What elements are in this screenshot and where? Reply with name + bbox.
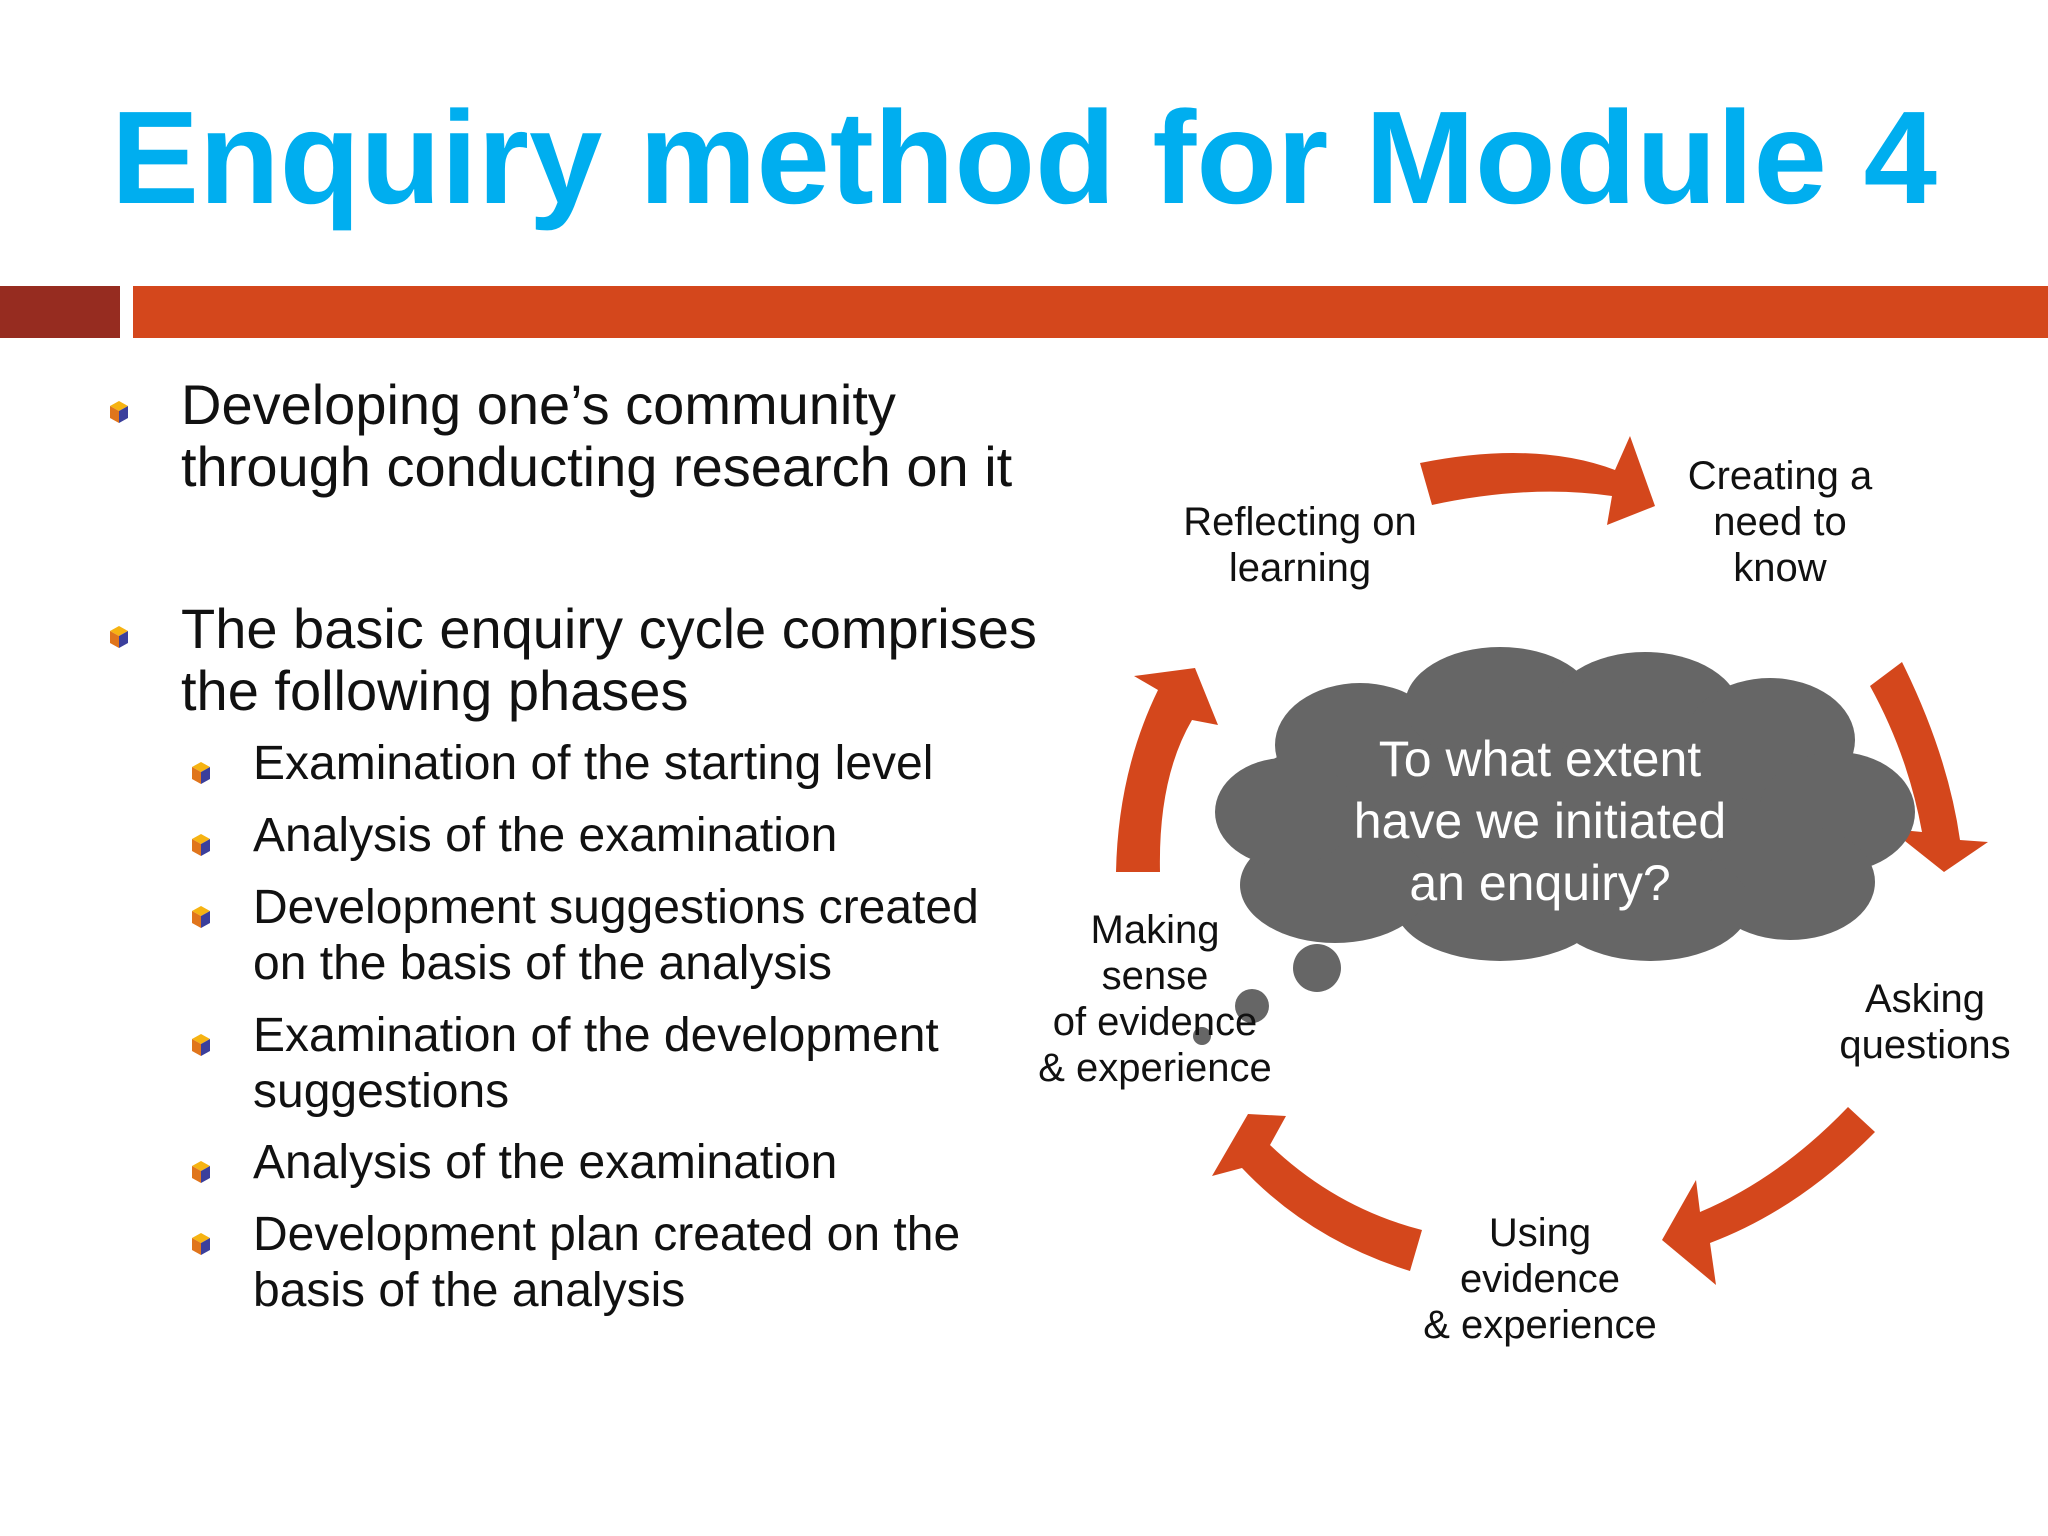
bullet-enquiry-cycle-line1: The basic enquiry cycle comprises	[181, 597, 1037, 660]
phase-label-line: learning	[1228, 546, 1372, 590]
phase-label-line: Creating a	[1687, 454, 1873, 498]
phase-reflecting: Reflecting on learning	[1160, 499, 1440, 591]
cloud-question: To what extent have we initiated an enqu…	[1290, 728, 1790, 914]
phase-using-evidence: Using evidence & experience	[1400, 1210, 1680, 1348]
title-bar	[133, 286, 2048, 338]
phase-label-line: Using	[1488, 1211, 1592, 1255]
curved-arrow-icon	[1870, 662, 1988, 872]
phase-label-line: & experience	[1423, 1303, 1657, 1347]
bullet-community: Developing one’s community through condu…	[181, 374, 1081, 498]
curved-arrow-icon	[1420, 436, 1655, 525]
sub-bullet-line: Development suggestions created	[253, 881, 979, 934]
bullet-community-line2: through conducting research on it	[181, 435, 1013, 498]
sub-bullet-analysis-2: Analysis of the examination	[253, 1135, 1073, 1191]
phase-asking-questions: Asking questions	[1805, 976, 2045, 1068]
sub-bullet-line: on the basis of the analysis	[253, 937, 833, 990]
sub-bullet-examination-development: Examination of the development suggestio…	[253, 1008, 1073, 1120]
title-bar-accent	[0, 286, 120, 338]
bullet-list: Developing one’s community through condu…	[110, 374, 1101, 1319]
cube-icon	[192, 906, 210, 928]
sub-bullet-line: Analysis of the examination	[253, 1136, 838, 1189]
cube-icon	[192, 1233, 210, 1255]
phase-label-line: Reflecting on	[1183, 500, 1417, 544]
phase-creating-need: Creating a need to know	[1650, 453, 1910, 591]
sub-bullet-line: suggestions	[253, 1065, 510, 1118]
bullet-enquiry-cycle-line2: the following phases	[181, 659, 689, 722]
sub-bullet-line: Analysis of the examination	[253, 809, 838, 862]
sub-bullet-line: Development plan created on the	[253, 1208, 961, 1261]
bullet-enquiry-cycle: The basic enquiry cycle comprises the fo…	[181, 598, 1101, 722]
curved-arrow-icon	[1212, 1114, 1422, 1271]
curved-arrow-icon	[1116, 668, 1218, 872]
phase-label-line: know	[1733, 546, 1827, 590]
cube-icon	[192, 834, 210, 856]
curved-arrow-icon	[1662, 1107, 1875, 1285]
phase-label-line: evidence	[1459, 1257, 1621, 1301]
thought-cloud-icon	[1193, 647, 1915, 1045]
sub-bullet-examination-start: Examination of the starting level	[253, 736, 1073, 792]
phase-label-line: Making	[1090, 908, 1220, 952]
cube-icon	[110, 626, 128, 648]
phase-making-sense: Making sense of evidence & experience	[1020, 907, 1290, 1091]
cube-icon	[192, 1034, 210, 1056]
phase-label-line: questions	[1839, 1023, 2011, 1067]
sub-bullet-line: Examination of the development	[253, 1009, 939, 1062]
phase-label-line: need to	[1713, 500, 1847, 544]
sub-bullet-line: Examination of the starting level	[253, 737, 934, 790]
sub-bullet-development-plan: Development plan created on the basis of…	[253, 1207, 1073, 1319]
cube-icon	[192, 1161, 210, 1183]
cube-icon	[110, 401, 128, 423]
phase-label-line: Asking	[1864, 977, 1986, 1021]
cloud-question-line: To what extent	[1378, 731, 1702, 787]
cube-icon	[192, 762, 210, 784]
cloud-question-line: an enquiry?	[1409, 855, 1671, 911]
slide-title: Enquiry method for Module 4	[110, 84, 1938, 231]
sub-bullet-analysis-1: Analysis of the examination	[253, 808, 1073, 864]
cloud-question-line: have we initiated	[1353, 793, 1727, 849]
phase-label-line: & experience	[1038, 1046, 1272, 1090]
phase-label-line: sense	[1101, 954, 1209, 998]
bullet-community-line1: Developing one’s community	[181, 373, 896, 436]
phase-label-line: of evidence	[1052, 1000, 1258, 1044]
sub-bullet-line: basis of the analysis	[253, 1264, 686, 1317]
sub-bullet-development-suggestions: Development suggestions created on the b…	[253, 880, 1073, 992]
